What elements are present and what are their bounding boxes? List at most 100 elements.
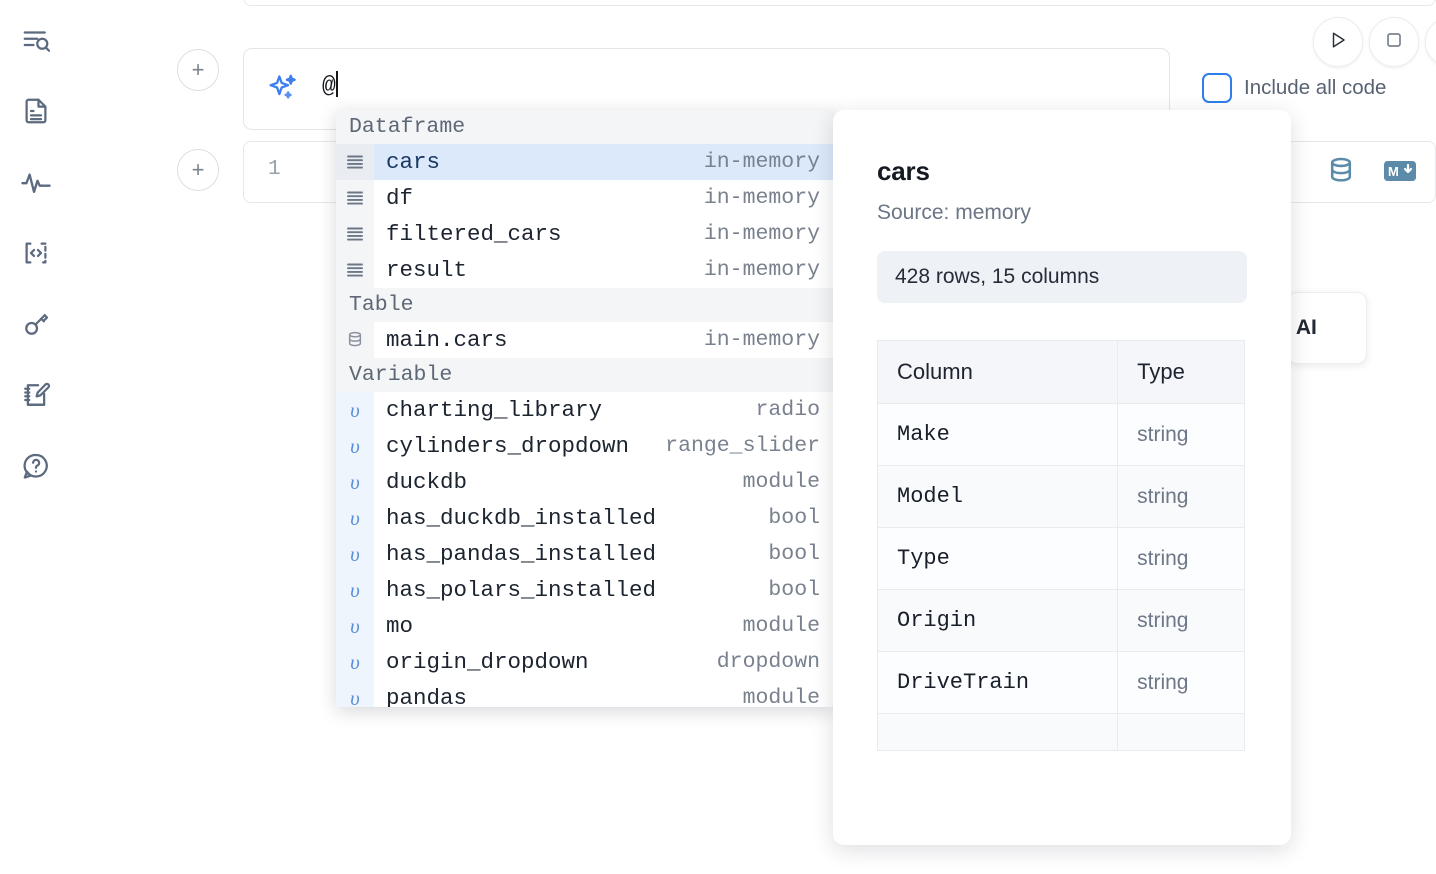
autocomplete-item-name: duckdb [386, 469, 468, 495]
schema-column-type: string [1117, 589, 1245, 652]
autocomplete-item-name: has_pandas_installed [386, 541, 657, 567]
variable-icon: υ [336, 428, 374, 464]
dataframe-detail-panel: cars Source: memory 428 rows, 15 columns… [833, 110, 1291, 845]
variable-icon: υ [336, 644, 374, 680]
sidebar-item-help[interactable] [14, 444, 58, 488]
variable-icon: υ [336, 464, 374, 500]
autocomplete-item[interactable]: υ origin_dropdown dropdown [336, 644, 834, 680]
schema-column-type: string [1117, 651, 1245, 714]
key-icon [21, 309, 51, 339]
autocomplete-item-meta: in-memory [703, 222, 820, 246]
cell-toolbar: M [1325, 155, 1417, 192]
autocomplete-item-name: main.cars [386, 327, 508, 353]
detail-shape-badge: 428 rows, 15 columns [877, 251, 1247, 303]
ai-prompt-input[interactable]: @ [322, 71, 338, 99]
schema-column-name: DriveTrain [876, 651, 1119, 714]
stop-button[interactable] [1369, 17, 1419, 67]
dataframe-icon [336, 216, 374, 252]
autocomplete-item-name: result [386, 257, 468, 283]
schema-table-row [876, 713, 1245, 751]
add-cell-button-top[interactable]: + [177, 49, 219, 91]
variable-icon: υ [336, 392, 374, 428]
help-chat-icon [21, 451, 51, 481]
autocomplete-item-meta: bool [768, 506, 820, 530]
autocomplete-item[interactable]: df in-memory [336, 180, 834, 216]
autocomplete-item-meta: radio [755, 398, 820, 422]
document-icon [21, 96, 51, 126]
schema-column-name: Make [876, 403, 1119, 466]
sidebar-item-secrets[interactable] [14, 302, 58, 346]
schema-column-name [876, 713, 1119, 751]
autocomplete-item-name: pandas [386, 685, 468, 707]
more-actions-button[interactable] [1425, 17, 1436, 67]
include-all-code-label: Include all code [1244, 76, 1387, 99]
autocomplete-item-name: mo [386, 613, 414, 639]
autocomplete-item-meta: in-memory [703, 186, 820, 210]
include-all-code-checkbox[interactable] [1202, 73, 1232, 103]
autocomplete-item-name: has_polars_installed [386, 577, 657, 603]
ai-float-label: h AI [1288, 316, 1317, 339]
play-icon [1327, 29, 1349, 56]
database-icon[interactable] [1325, 155, 1357, 192]
plus-icon: + [191, 157, 205, 182]
sidebar-item-explorer[interactable] [14, 18, 58, 62]
sidebar-item-snippets[interactable] [14, 231, 58, 275]
autocomplete-item-meta: bool [768, 578, 820, 602]
schema-column-type: string [1117, 403, 1245, 466]
detail-source: Source: memory [877, 201, 1032, 224]
schema-column-type: string [1117, 527, 1245, 590]
autocomplete-item-name: charting_library [386, 397, 603, 423]
markdown-icon[interactable]: M [1383, 158, 1417, 189]
autocomplete-item-name: cars [386, 149, 441, 175]
dataframe-icon [336, 180, 374, 216]
sidebar-item-documentation[interactable] [14, 89, 58, 133]
svg-text:M: M [1388, 164, 1399, 179]
autocomplete-item-meta: module [742, 686, 820, 707]
autocomplete-item-name: origin_dropdown [386, 649, 589, 675]
autocomplete-item-name: has_duckdb_installed [386, 505, 657, 531]
autocomplete-item-meta: in-memory [703, 328, 820, 352]
schema-column-name: Model [876, 465, 1119, 528]
variable-icon: υ [336, 536, 374, 572]
autocomplete-item[interactable]: main.cars in-memory [336, 322, 834, 358]
autocomplete-item-meta: dropdown [716, 650, 820, 674]
schema-column-type: string [1117, 465, 1245, 528]
autocomplete-item-name: filtered_cars [386, 221, 562, 247]
autocomplete-group-table: main.cars in-memory [336, 322, 834, 358]
cell-above-partial [243, 0, 1436, 6]
sidebar-item-scratchpad[interactable] [14, 373, 58, 417]
include-all-code-row[interactable]: Include all code [1202, 73, 1386, 103]
autocomplete-item-meta: range_slider [665, 434, 820, 458]
autocomplete-item[interactable]: filtered_cars in-memory [336, 216, 834, 252]
schema-column-name: Type [876, 527, 1119, 590]
autocomplete-group-header: Table [336, 288, 834, 322]
sidebar-item-activity[interactable] [14, 160, 58, 204]
autocomplete-item-name: df [386, 185, 414, 211]
ai-float-button[interactable]: h AI [1287, 292, 1367, 364]
activity-pulse-icon [20, 166, 52, 198]
line-number: 1 [268, 158, 281, 181]
add-cell-button-bottom[interactable]: + [177, 149, 219, 191]
run-button[interactable] [1313, 17, 1363, 67]
autocomplete-item[interactable]: υ charting_library radio [336, 392, 834, 428]
code-snippet-icon [21, 238, 51, 268]
